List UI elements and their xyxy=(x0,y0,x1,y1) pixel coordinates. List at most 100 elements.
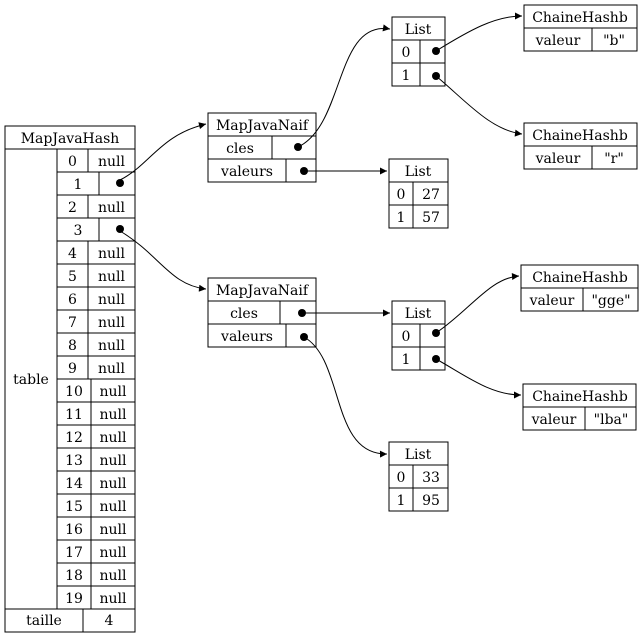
hash-slot-null-value: null xyxy=(100,476,128,492)
chaine-hashb-node-lba: ChaineHashb valeur "lba" xyxy=(522,383,637,431)
map-java-naif-node-top: MapJavaNaif cles valeurs xyxy=(207,112,317,183)
hash-slot-null-value: null xyxy=(100,384,128,400)
hash-slot-index: 7 xyxy=(68,315,77,331)
list-title: List xyxy=(405,164,432,180)
map-java-naif-node-bottom: MapJavaNaif cles valeurs xyxy=(207,277,317,348)
hash-slot-index: 5 xyxy=(68,269,77,285)
hash-table-row: 7 null xyxy=(57,310,135,334)
list-index-1: 1 xyxy=(397,493,406,509)
list-index-0: 0 xyxy=(402,329,411,345)
cles-field-label: cles xyxy=(230,306,258,322)
valeur-field-value: "lba" xyxy=(594,412,629,428)
chaine-hashb-node-b: ChaineHashb valeur "b" xyxy=(523,4,638,52)
hash-slot-index: 1 xyxy=(74,177,83,193)
hash-slot-index: 8 xyxy=(68,338,77,354)
list-value-0: 33 xyxy=(422,470,440,486)
hash-table-row: 14 null xyxy=(57,471,135,495)
hash-slot-null-value: null xyxy=(100,453,128,469)
hash-table-row: 10 null xyxy=(57,379,135,403)
edge-list-item1-to-chaine-r xyxy=(435,75,523,137)
hash-table-row: 1 xyxy=(57,172,135,196)
hash-slot-index: 2 xyxy=(68,200,77,216)
chaine-hashb-title: ChaineHashb xyxy=(532,10,628,26)
hash-slot-null-value: null xyxy=(98,154,126,170)
hash-table-row: 8 null xyxy=(57,333,135,357)
list-values-node-bottom: List 0 33 1 95 xyxy=(388,441,449,512)
hash-table-row: 3 xyxy=(57,218,135,242)
map-java-naif-title: MapJavaNaif xyxy=(216,283,310,299)
hash-slot-index: 16 xyxy=(65,522,83,538)
hash-slot-null-value: null xyxy=(100,545,128,561)
hash-table-row: 13 null xyxy=(57,448,135,472)
map-java-hash-title: MapJavaHash xyxy=(21,131,120,147)
hash-slot-index: 0 xyxy=(68,154,77,170)
hash-slot-index: 10 xyxy=(65,384,83,400)
hash-slot-index: 17 xyxy=(65,545,83,561)
edge-list-item0-to-chaine-gge xyxy=(435,272,520,334)
list-index-1: 1 xyxy=(402,68,411,84)
valeur-field-label: valeur xyxy=(535,33,581,49)
hash-table-row: 5 null xyxy=(57,264,135,288)
hash-slot-index: 11 xyxy=(65,407,83,423)
hash-table-row: 9 null xyxy=(57,356,135,380)
edge-list-item1-to-chaine-lba xyxy=(435,358,522,399)
hash-slot-null-value: null xyxy=(98,338,126,354)
hash-slot-index: 3 xyxy=(74,223,83,239)
chaine-hashb-title: ChaineHashb xyxy=(532,270,628,286)
hash-slot-null-value: null xyxy=(100,430,128,446)
hash-slot-index: 15 xyxy=(65,499,83,515)
hash-slot-null-value: null xyxy=(100,499,128,515)
valeur-field-value: "r" xyxy=(604,151,624,167)
edge-slot1-to-naif-top xyxy=(119,122,207,181)
list-index-0: 0 xyxy=(402,45,411,61)
taille-field-value: 4 xyxy=(105,613,114,629)
list-index-1: 1 xyxy=(397,210,406,226)
edge-valeurs-bottom-to-list-values xyxy=(303,336,388,458)
valeurs-field-label: valeurs xyxy=(220,164,273,180)
hash-table-row: 15 null xyxy=(57,494,135,518)
hash-slot-null-value: null xyxy=(98,292,126,308)
list-keys-node-bottom: List 0 1 xyxy=(391,300,446,371)
hash-slot-index: 19 xyxy=(65,591,83,607)
hash-slot-null-value: null xyxy=(100,591,128,607)
valeur-field-label: valeur xyxy=(531,412,577,428)
hash-slot-index: 12 xyxy=(65,430,83,446)
list-value-0: 27 xyxy=(422,187,440,203)
cles-field-label: cles xyxy=(226,141,254,157)
list-values-node-top: List 0 27 1 57 xyxy=(388,158,449,229)
hash-slot-null-value: null xyxy=(98,315,126,331)
list-title: List xyxy=(405,306,432,322)
hash-slot-null-value: null xyxy=(98,361,126,377)
list-index-1: 1 xyxy=(402,352,411,368)
hash-slot-pointer-dot xyxy=(116,225,124,233)
edge-slot3-to-naif-bottom xyxy=(119,230,207,292)
hash-slot-index: 4 xyxy=(68,246,77,262)
edge-list-item0-to-chaine-b xyxy=(435,12,523,52)
list-index-0: 0 xyxy=(397,470,406,486)
valeur-field-label: valeur xyxy=(529,293,575,309)
chaine-hashb-node-r: ChaineHashb valeur "r" xyxy=(523,122,638,170)
list-keys-node-top: List 0 1 xyxy=(391,16,446,87)
hash-slot-null-value: null xyxy=(98,269,126,285)
edge-cles-top-to-list-keys xyxy=(297,24,391,148)
hash-slot-index: 13 xyxy=(65,453,83,469)
chaine-hashb-title: ChaineHashb xyxy=(532,128,628,144)
hash-table-row: 0 null xyxy=(57,149,135,173)
list-value-1: 95 xyxy=(422,493,440,509)
reference-edges xyxy=(119,12,523,458)
valeur-field-label: valeur xyxy=(535,151,581,167)
valeurs-field-label: valeurs xyxy=(220,329,273,345)
hash-slot-index: 9 xyxy=(68,361,77,377)
list-title: List xyxy=(405,447,432,463)
list-value-1: 57 xyxy=(422,210,440,226)
hash-slot-index: 6 xyxy=(68,292,77,308)
valeur-field-value: "b" xyxy=(603,33,625,49)
hash-slot-index: 14 xyxy=(65,476,83,492)
